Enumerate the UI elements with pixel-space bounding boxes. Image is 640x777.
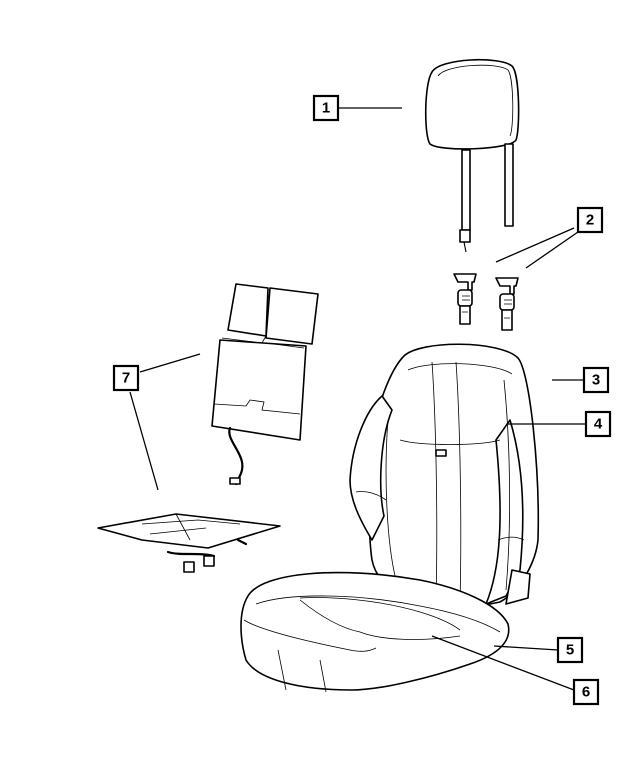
seat-cushion [240,571,510,693]
headrest [424,58,520,253]
leader-lines [129,107,586,691]
leader-6 [431,635,575,691]
leader-2a [495,227,575,263]
callout-2: 2 [576,206,604,234]
callout-5-label: 5 [566,642,574,659]
leader-2b [525,231,579,269]
leader-7b [129,391,159,491]
headrest-guides [453,273,519,331]
callout-7-label: 7 [122,370,130,387]
seat-back [349,343,540,609]
callout-3: 3 [582,366,610,394]
callout-5: 5 [556,636,584,664]
seat-cushion-heater [97,513,281,573]
callout-1-label: 1 [322,100,330,117]
leader-5 [493,645,559,651]
guide-left [453,273,477,325]
guide-right [495,277,519,331]
callout-6: 6 [572,678,600,706]
leader-7a [139,353,201,373]
callout-1: 1 [312,94,340,122]
callout-2-label: 2 [586,212,594,229]
callout-4: 4 [584,410,612,438]
callout-6-label: 6 [582,684,590,701]
callout-4-label: 4 [594,416,603,433]
callout-7: 7 [112,364,140,392]
callout-3-label: 3 [592,372,600,389]
seat-back-heater [211,283,319,486]
